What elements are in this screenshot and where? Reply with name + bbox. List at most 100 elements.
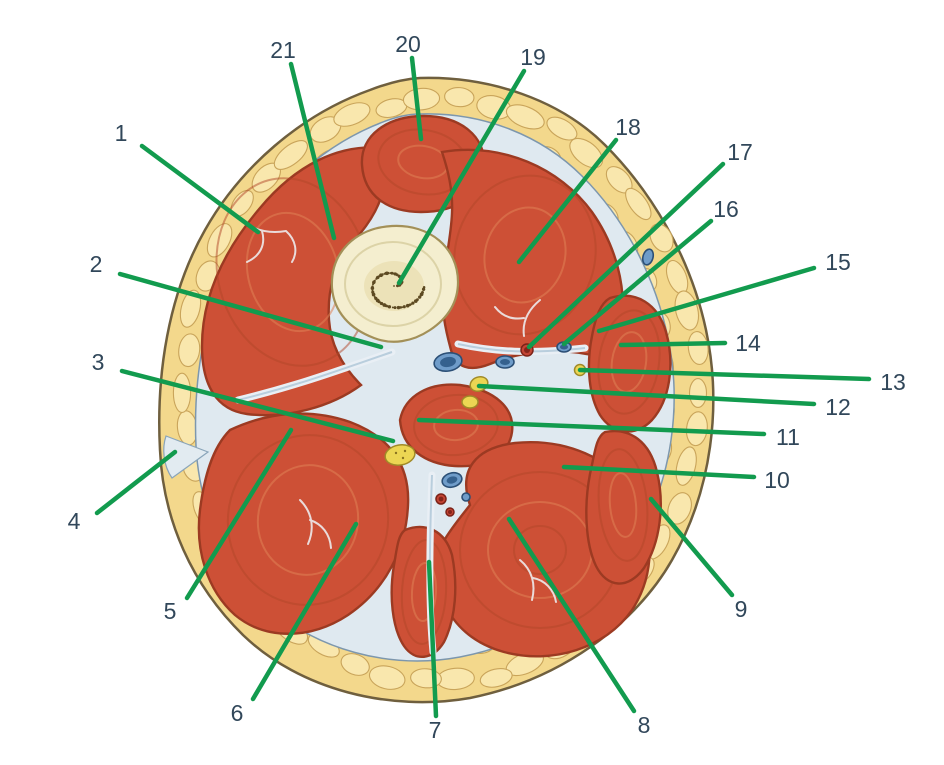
leader-line-6 [250,521,359,702]
leader-line-18 [516,137,619,265]
leader-line-20 [409,55,424,142]
leader-line-5 [184,427,294,601]
label-16: 16 [713,196,739,222]
fat-lobule [546,116,578,141]
label-10: 10 [764,467,790,493]
number-labels: 1 2 3 4 5 6 7 8 9 10 11 12 13 14 15 16 1… [68,31,906,743]
label-4: 4 [68,508,81,534]
marrow-dot [399,306,403,309]
label-9: 9 [735,596,748,622]
bone-marrow-stipple [370,271,426,310]
marrow-dot [376,275,380,280]
label-12: 12 [825,394,851,420]
marrow-dot [392,272,396,275]
marrow-dot [419,294,423,297]
marrow-dot [421,290,424,294]
marrow-dot [389,272,392,275]
fat-lobule [674,290,700,331]
muscle-texture [256,464,360,576]
leader-line-9 [648,496,735,598]
leader-line-19 [396,68,527,286]
vein-lumen [560,344,568,350]
marrow-dot [391,306,394,309]
label-19: 19 [520,44,546,70]
fat-lobule [340,653,370,676]
leader-line-13 [577,367,872,382]
label-13: 13 [880,369,906,395]
fat-lobule [444,87,475,108]
muscle-texture [608,472,638,538]
leader-line-17 [526,161,726,350]
muscle-texture [226,434,390,606]
fat-lobule [273,140,308,170]
leader-line-21 [288,61,337,241]
fat-lobule [206,223,233,258]
label-8: 8 [638,712,651,738]
artery-lumen [438,496,444,502]
muscle-texture [453,174,597,336]
muscle-texture [597,309,661,415]
marrow-dot [384,304,388,308]
fat-lobule [505,104,545,130]
fascia-branch-lines [299,499,332,549]
fascia-branch-lines [519,559,557,603]
fat-lobule [569,137,604,169]
leader-line-16 [561,218,714,347]
marrow-dot [408,303,412,307]
fat-lobule [649,223,674,253]
bone-group [330,224,460,343]
marrow-dot [416,298,419,302]
leader-lines [94,55,872,719]
label-21: 21 [270,37,296,63]
fat-lobule [368,665,406,690]
label-17: 17 [727,139,753,165]
marrow-dot [411,301,415,305]
leader-line-14 [618,340,728,348]
label-20: 20 [395,31,421,57]
vein-lumen [446,476,458,484]
marrow-dot [372,283,374,286]
fat-lobule [687,331,709,365]
label-11: 11 [776,424,800,450]
muscle-texture [410,562,438,622]
fascia-branch-lines [494,299,541,337]
label-15: 15 [825,249,851,275]
fat-lobule [625,187,652,221]
muscle-region-upper-left [200,146,387,417]
label-5: 5 [164,598,177,624]
leader-line-11 [416,417,767,437]
artery-lumen [448,510,452,514]
marrow-dot [374,296,378,301]
fat-lobule [179,289,202,328]
leader-line-12 [476,383,817,407]
muscle-region-lower-left [197,412,410,635]
bone-cortex-line [344,241,442,327]
nerve-stipple [403,449,407,453]
leader-line-8 [506,516,637,714]
nerve [461,395,479,409]
label-14: 14 [735,330,761,356]
nerve-stipple [394,451,398,455]
marrow-dot [395,273,397,276]
leader-line-10 [561,464,757,480]
vein-lumen [500,359,510,365]
muscle-texture [513,525,567,575]
label-3: 3 [92,349,105,375]
fat-lobule [479,668,513,688]
leader-line-1 [139,143,261,235]
vein-small [461,492,471,502]
vein-in-fat [641,248,655,266]
nerve-large [384,444,416,466]
marrow-dot [422,286,426,289]
leader-line-4 [94,449,178,516]
marrow-dot [379,301,384,306]
muscle-texture [597,448,649,562]
marrow-dot [370,286,375,290]
fat-lobule [178,333,201,368]
leader-line-15 [596,265,817,334]
label-6: 6 [231,700,244,726]
marrow-dot [396,305,401,310]
marrow-dot [393,306,397,310]
